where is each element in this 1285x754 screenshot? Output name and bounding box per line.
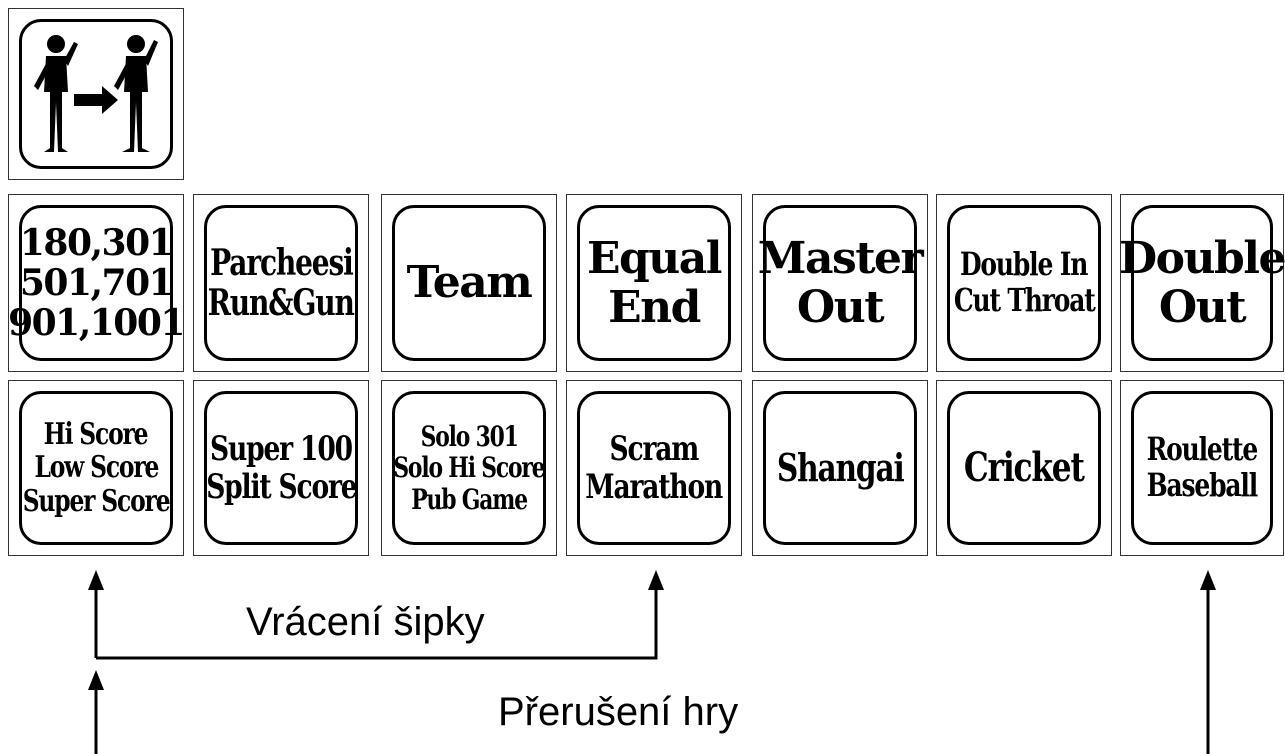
game-label-line: End bbox=[608, 282, 701, 333]
game-label-line: Baseball bbox=[1146, 466, 1259, 504]
game-interrupt-arrow-right-head bbox=[1200, 570, 1216, 590]
game-button-frame: Double In Cut Throat bbox=[947, 205, 1101, 361]
game-label-line: Out bbox=[1158, 282, 1247, 333]
game-button-frame: Solo 301 Solo Hi Score Pub Game bbox=[392, 391, 546, 545]
player-change-tile[interactable] bbox=[8, 8, 184, 180]
game-label-line: Cricket bbox=[964, 443, 1085, 491]
return-darts-arrow-left-head bbox=[88, 570, 104, 590]
game-button-parcheesi[interactable]: Parcheesi Run&Gun bbox=[193, 194, 369, 372]
game-button-team[interactable]: Team bbox=[381, 194, 557, 372]
game-label-line: Roulette bbox=[1146, 430, 1259, 469]
return-darts-label: Vrácení šipky bbox=[246, 600, 485, 644]
game-button-frame: Scram Marathon bbox=[577, 391, 731, 545]
game-interrupt-arrow-left-head bbox=[88, 670, 104, 690]
game-label-line: Run&Gun bbox=[207, 282, 355, 324]
game-button-solo-301[interactable]: Solo 301 Solo Hi Score Pub Game bbox=[381, 380, 557, 556]
game-button-roulette[interactable]: Roulette Baseball bbox=[1120, 380, 1284, 556]
game-label-line: Super 100 bbox=[210, 428, 353, 469]
game-button-frame: Double Out bbox=[1119, 205, 1285, 361]
game-button-cricket[interactable]: Cricket bbox=[936, 380, 1112, 556]
game-label-line: 901,1001 bbox=[8, 302, 185, 345]
game-label-line: Parcheesi bbox=[209, 241, 354, 284]
game-button-180-301[interactable]: 180,301 501,701 901,1001 bbox=[8, 194, 185, 372]
game-label-line: Shangai bbox=[776, 444, 905, 490]
return-darts-bracket-line bbox=[96, 578, 658, 660]
game-button-frame: Parcheesi Run&Gun bbox=[204, 205, 358, 361]
game-label-line: 180,301 bbox=[19, 221, 174, 264]
game-label-line: Pub Game bbox=[411, 482, 528, 516]
game-label-line: Marathon bbox=[585, 467, 724, 507]
game-label-line: Out bbox=[796, 282, 885, 333]
game-button-frame: Team bbox=[392, 205, 546, 361]
game-button-frame: Super 100 Split Score bbox=[204, 391, 358, 545]
game-label-line: Team bbox=[406, 257, 533, 309]
game-label-line: Double bbox=[1119, 232, 1285, 284]
return-darts-arrow-right-head bbox=[648, 570, 664, 590]
game-label-line: Hi Score bbox=[44, 416, 149, 452]
game-button-frame: Roulette Baseball bbox=[1131, 391, 1273, 545]
game-label-line: Cut Throat bbox=[953, 281, 1096, 319]
game-button-hi-score[interactable]: Hi Score Low Score Super Score bbox=[8, 380, 184, 556]
game-label-line: Super Score bbox=[22, 483, 171, 519]
game-label-line: Solo Hi Score bbox=[393, 451, 545, 485]
game-label-line: Split Score bbox=[205, 467, 357, 507]
game-button-frame: 180,301 501,701 901,1001 bbox=[8, 205, 185, 361]
player-change-icon bbox=[34, 35, 158, 152]
game-button-double-out[interactable]: Double Out bbox=[1119, 194, 1285, 372]
game-button-double-in[interactable]: Double In Cut Throat bbox=[936, 194, 1112, 372]
game-button-frame: Cricket bbox=[947, 391, 1101, 545]
game-interrupt-label: Přerušení hry bbox=[498, 690, 739, 734]
player-change-icon-frame bbox=[19, 19, 173, 169]
game-button-scram[interactable]: Scram Marathon bbox=[566, 380, 742, 556]
game-label-line: Equal bbox=[586, 232, 723, 284]
game-label-line: 501,701 bbox=[19, 261, 174, 304]
game-label-line: Solo 301 bbox=[420, 419, 518, 453]
game-button-frame: Hi Score Low Score Super Score bbox=[19, 391, 173, 545]
game-label-line: Scram bbox=[609, 428, 700, 469]
game-button-frame: Equal End bbox=[577, 205, 731, 361]
game-button-frame: Shangai bbox=[763, 391, 917, 545]
game-label-line: Low Score bbox=[34, 450, 159, 486]
game-label-line: Master bbox=[757, 232, 924, 284]
game-button-equal-end[interactable]: Equal End bbox=[566, 194, 742, 372]
game-button-master-out[interactable]: Master Out bbox=[752, 194, 928, 372]
game-label-line: Double In bbox=[960, 245, 1088, 284]
game-button-shangai[interactable]: Shangai bbox=[752, 380, 928, 556]
game-button-super-100[interactable]: Super 100 Split Score bbox=[193, 380, 369, 556]
game-button-frame: Master Out bbox=[758, 205, 924, 361]
